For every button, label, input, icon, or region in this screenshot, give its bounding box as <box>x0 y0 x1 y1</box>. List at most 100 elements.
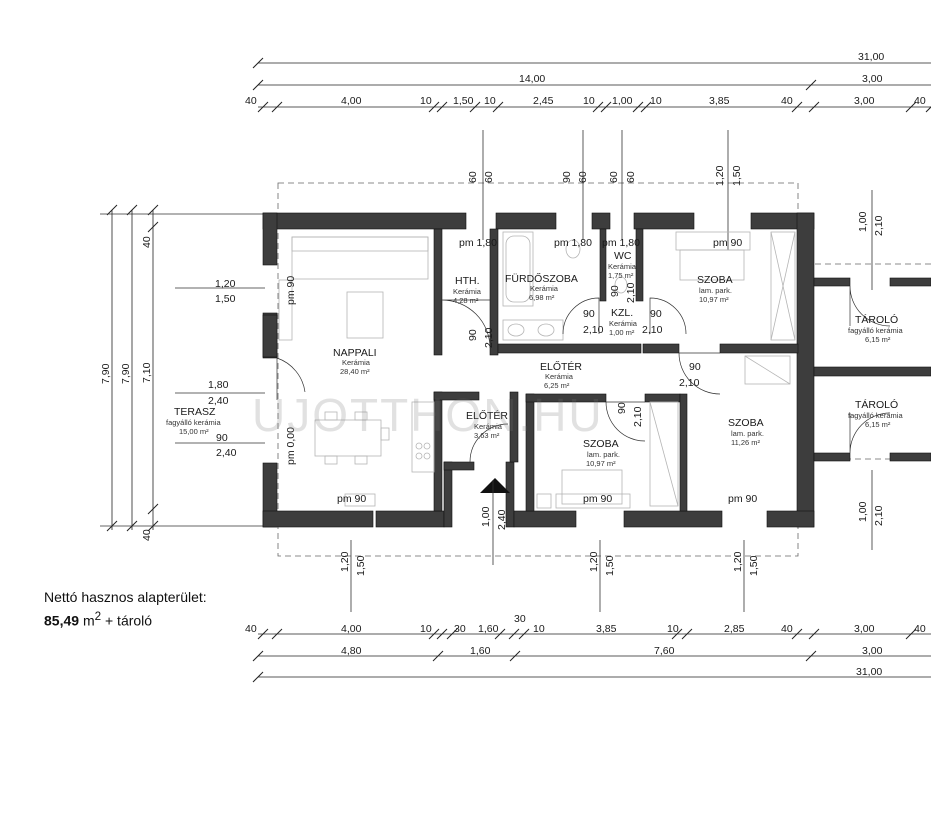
svg-text:2,10: 2,10 <box>873 505 885 526</box>
dimension-tick <box>905 628 917 640</box>
svg-text:2,10: 2,10 <box>483 327 495 348</box>
svg-text:40: 40 <box>141 236 153 248</box>
svg-text:28,40 m²: 28,40 m² <box>340 367 370 376</box>
dimension-tick <box>436 101 448 113</box>
dimension-tick <box>681 628 693 640</box>
t3-1: 4,00 <box>341 95 362 107</box>
t3-0: 40 <box>245 95 257 107</box>
svg-text:pm 0,00: pm 0,00 <box>285 427 297 465</box>
svg-text:40: 40 <box>781 623 793 635</box>
room-szoba-1: SZOBA <box>697 274 733 286</box>
svg-text:60: 60 <box>577 171 589 183</box>
svg-text:30: 30 <box>454 623 466 635</box>
svg-text:1,50: 1,50 <box>748 555 760 576</box>
dimension-tick <box>808 101 820 113</box>
svg-text:lam. park.: lam. park. <box>731 429 764 438</box>
dimension-tick <box>428 628 440 640</box>
area-unit: m <box>82 612 95 629</box>
svg-text:lam. park.: lam. park. <box>587 450 620 459</box>
svg-text:1,80: 1,80 <box>208 379 229 391</box>
t3-2: 10 <box>420 95 432 107</box>
t3-4: 10 <box>484 95 496 107</box>
room-furdoszoba: FÜRDŐSZOBA <box>505 271 578 285</box>
svg-text:2,40: 2,40 <box>216 447 237 459</box>
svg-text:60: 60 <box>467 171 479 183</box>
svg-text:7,10: 7,10 <box>141 362 153 383</box>
room-kzl: KZL. <box>611 307 633 319</box>
svg-text:10: 10 <box>533 623 545 635</box>
t3-12: 40 <box>914 95 926 107</box>
svg-text:fagyálló kerámia: fagyálló kerámia <box>848 326 903 335</box>
t3-6: 10 <box>583 95 595 107</box>
svg-text:7,90: 7,90 <box>100 363 112 384</box>
svg-text:6,98 m²: 6,98 m² <box>529 293 555 302</box>
room-tarolo-2: TÁROLÓ <box>855 398 898 411</box>
top-dimensions: 31,00 14,00 3,00 40 4,00 10 1,50 10 2,45… <box>245 51 931 113</box>
area-suffix: + tároló <box>101 612 153 629</box>
dimension-tick <box>905 101 917 113</box>
top-overall: 31,00 <box>858 51 884 63</box>
svg-text:10,97 m²: 10,97 m² <box>699 295 729 304</box>
t3-5: 2,45 <box>533 95 554 107</box>
svg-text:90: 90 <box>609 285 621 297</box>
window-leaders-top <box>482 130 873 290</box>
svg-text:1,60: 1,60 <box>478 623 499 635</box>
svg-text:pm 90: pm 90 <box>583 493 612 505</box>
bottom-dimensions: 40 4,00 10 30 1,60 30 10 3,85 10 2,85 40… <box>245 613 931 683</box>
dimension-tick <box>671 628 683 640</box>
svg-text:Kerámia: Kerámia <box>474 422 503 431</box>
dimension-tick <box>494 628 506 640</box>
svg-text:1,00: 1,00 <box>480 506 492 527</box>
svg-text:60: 60 <box>608 171 620 183</box>
svg-text:31,00: 31,00 <box>856 666 882 678</box>
svg-text:1,50: 1,50 <box>604 555 616 576</box>
t3-3: 1,50 <box>453 95 474 107</box>
svg-text:2,10: 2,10 <box>679 377 700 389</box>
walls <box>262 212 931 528</box>
svg-text:7,90: 7,90 <box>120 363 132 384</box>
svg-text:90: 90 <box>689 361 701 373</box>
dimension-tick <box>508 628 520 640</box>
svg-text:3,00: 3,00 <box>854 623 875 635</box>
dimension-tick <box>791 101 803 113</box>
svg-text:pm 90: pm 90 <box>337 493 366 505</box>
svg-text:fagyálló kerámia: fagyálló kerámia <box>848 411 903 420</box>
svg-text:90: 90 <box>583 308 595 320</box>
svg-text:1,20: 1,20 <box>714 165 726 186</box>
svg-text:40: 40 <box>245 623 257 635</box>
svg-text:90: 90 <box>561 171 573 183</box>
svg-text:2,10: 2,10 <box>583 324 604 336</box>
svg-text:Kerámia: Kerámia <box>453 287 482 296</box>
svg-text:2,40: 2,40 <box>208 395 229 407</box>
top-14: 14,00 <box>519 73 545 85</box>
svg-text:3,63 m²: 3,63 m² <box>474 431 500 440</box>
svg-text:2,85: 2,85 <box>724 623 745 635</box>
t3-11: 3,00 <box>854 95 875 107</box>
dimension-tick <box>592 101 604 113</box>
svg-text:4,80: 4,80 <box>341 645 362 657</box>
svg-text:1,00: 1,00 <box>857 211 869 232</box>
dimension-tick <box>640 101 652 113</box>
watermark: UJOTTHON.HU <box>252 389 604 441</box>
entrance-arrow-icon <box>480 478 510 493</box>
dimension-tick <box>600 101 612 113</box>
svg-text:90: 90 <box>616 402 628 414</box>
dimension-tick <box>436 628 448 640</box>
dimension-tick <box>271 101 283 113</box>
room-eloter-1: ELŐTÉR <box>540 359 582 373</box>
svg-text:1,75 m²: 1,75 m² <box>608 271 634 280</box>
area-value: 85,49 <box>44 612 80 629</box>
dimension-tick <box>257 628 269 640</box>
svg-text:90: 90 <box>467 329 479 341</box>
svg-text:90: 90 <box>216 432 228 444</box>
room-szoba-3: SZOBA <box>728 417 764 429</box>
svg-text:60: 60 <box>625 171 637 183</box>
room-szoba-2: SZOBA <box>583 438 619 450</box>
window-leaders-bottom: 1,20 1,50 1,00 2,40 1,20 1,50 1,20 1,50 … <box>339 470 885 612</box>
area-unit-sup: 2 <box>94 610 102 623</box>
svg-text:2,10: 2,10 <box>642 324 663 336</box>
dimension-tick <box>518 628 530 640</box>
area-summary-value-line: 85,49 m2 + tároló <box>44 607 207 631</box>
svg-text:Kerámia: Kerámia <box>545 372 574 381</box>
